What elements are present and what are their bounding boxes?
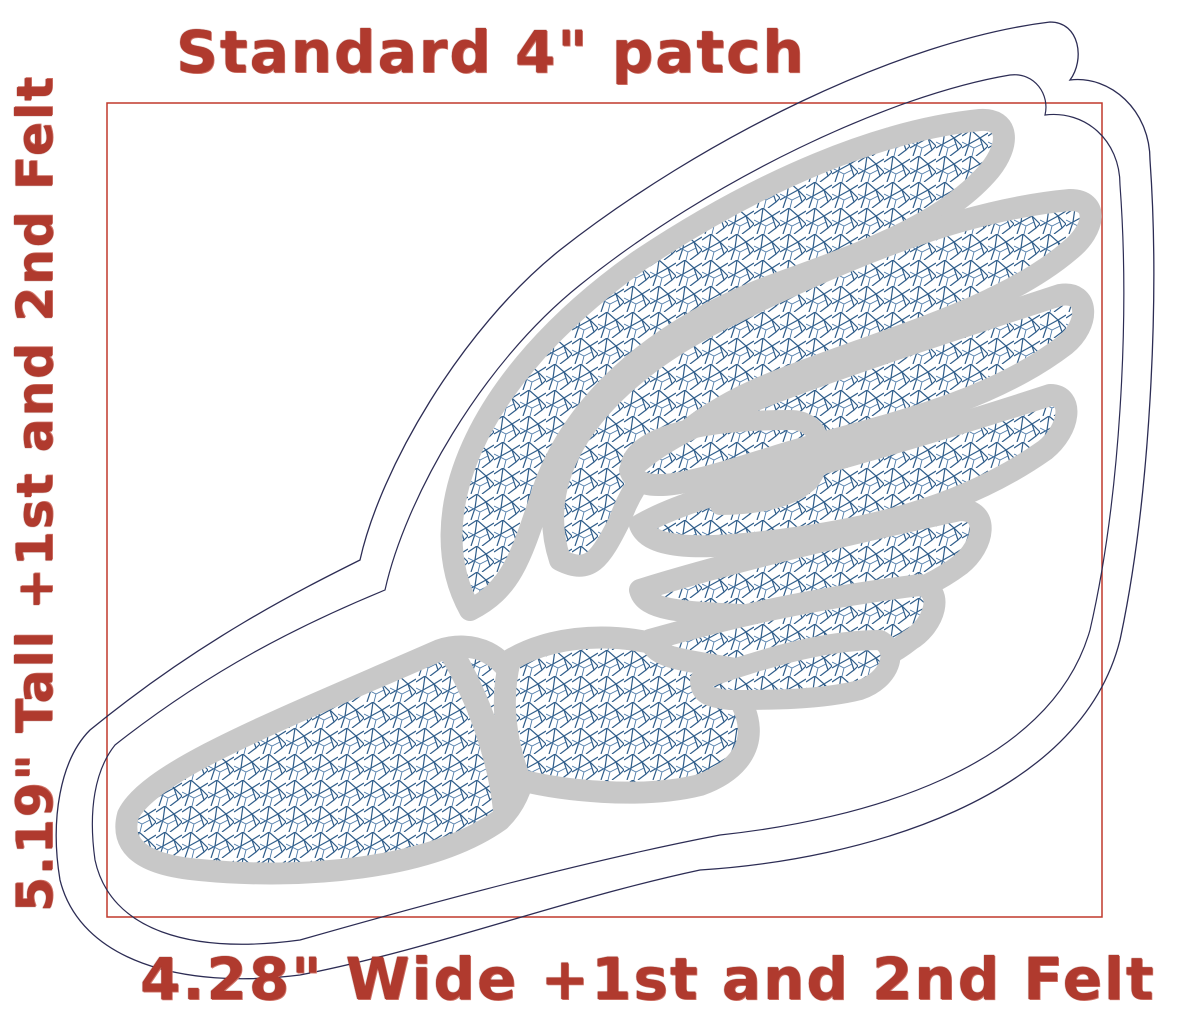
felt-outline-outer — [55, 21, 1155, 980]
winged-foot-icon — [115, 108, 1102, 885]
width-dimension-label: 4.28" Wide +1st and 2nd Felt — [140, 945, 1156, 1013]
wing-feather-7 — [690, 630, 901, 710]
patch-title: Standard 4" patch — [176, 18, 806, 86]
ankle-band — [438, 638, 517, 822]
wing-feather-3 — [619, 283, 1095, 497]
size-box — [106, 102, 1103, 918]
heel-shape — [493, 626, 760, 804]
height-dimension-label: 5.19" Tall +1st and 2nd Felt — [6, 75, 64, 912]
felt-outline-inner — [91, 74, 1125, 945]
wing-inner-curl — [620, 410, 831, 515]
